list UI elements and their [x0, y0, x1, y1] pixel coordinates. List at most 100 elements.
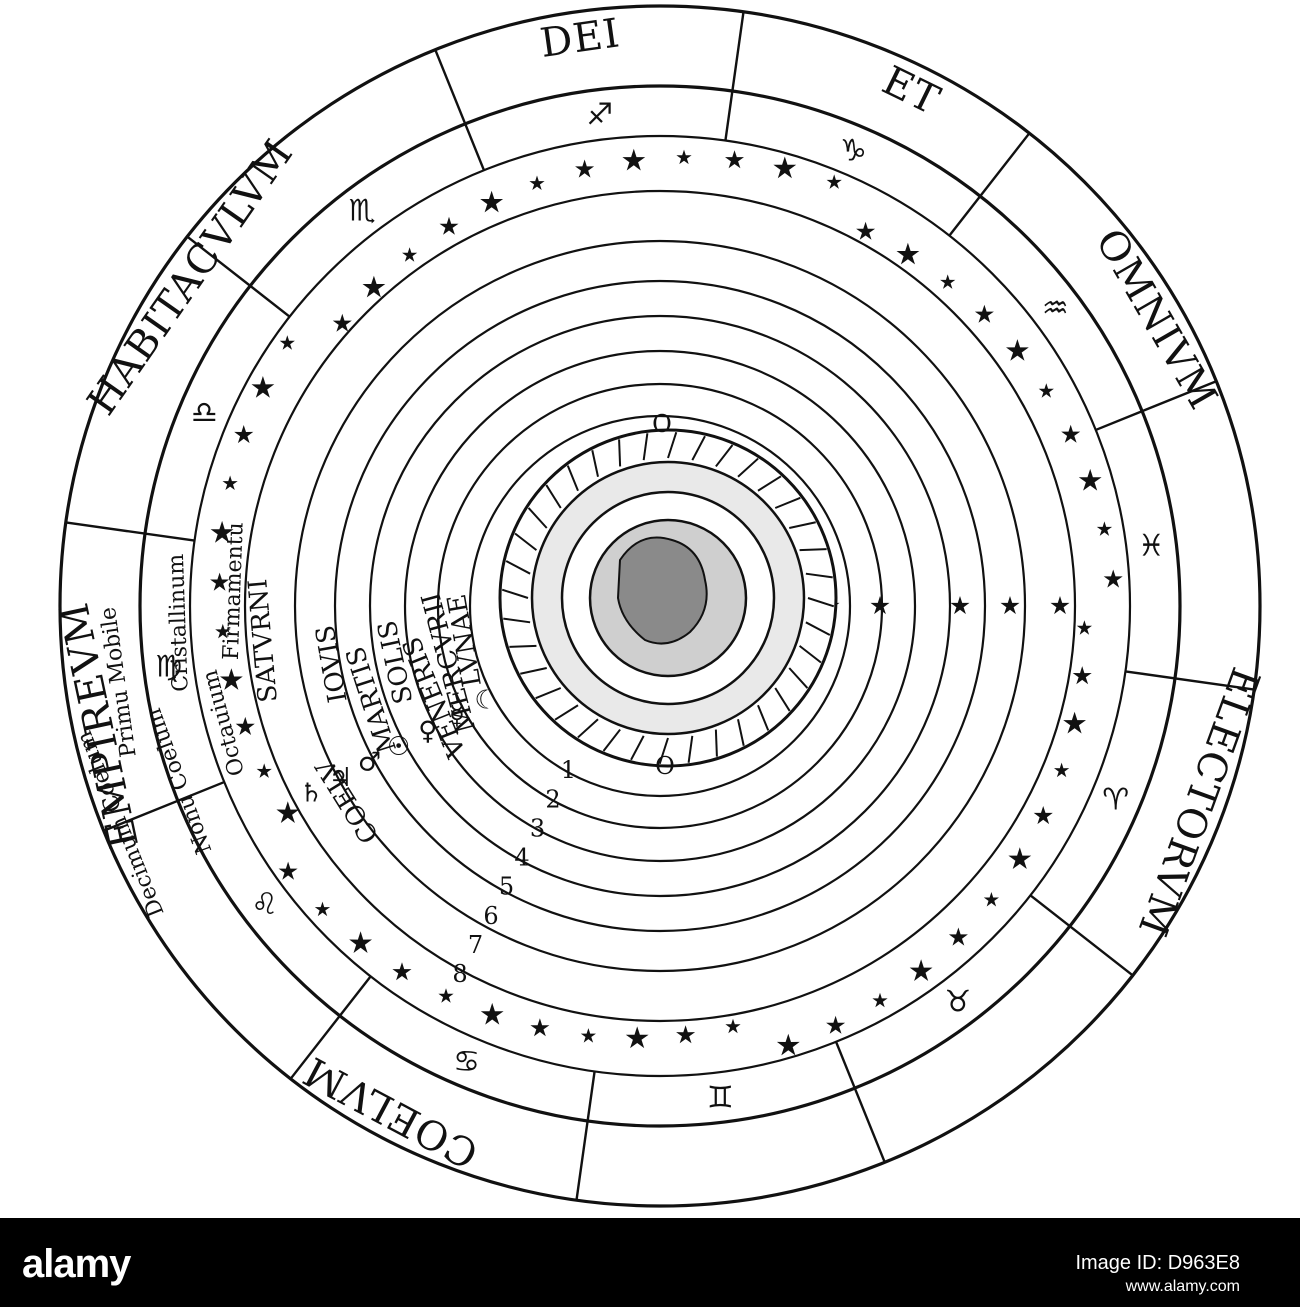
- zodiac-divider: [948, 132, 1031, 237]
- sphere-ring: [468, 414, 852, 798]
- star-mark: [1008, 847, 1032, 869]
- flame-stroke: [774, 496, 801, 509]
- sphere-number: 2: [545, 785, 560, 813]
- star-mark: [251, 376, 275, 398]
- star-field: [210, 148, 1123, 1056]
- star-mark: [676, 1025, 696, 1044]
- star-mark: [950, 596, 970, 615]
- watermark-image-id: Image ID: D963E8: [1075, 1252, 1240, 1274]
- flame-stroke: [788, 667, 809, 689]
- flame-stroke: [807, 597, 835, 608]
- star-mark: [480, 190, 504, 213]
- star-mark: [1000, 596, 1020, 615]
- planet-glyph: ☾: [474, 685, 497, 715]
- watermark-logo: alamy: [22, 1242, 131, 1286]
- planet-glyph: ♂: [358, 747, 381, 777]
- star-mark: [278, 861, 298, 880]
- star-mark: [438, 988, 454, 1003]
- planet-glyph: ☉: [387, 732, 410, 762]
- sphere-ring: [58, 4, 1262, 1208]
- star-mark: [870, 596, 890, 615]
- star-mark: [1061, 424, 1081, 443]
- flame-stroke: [789, 521, 816, 529]
- flame-stroke: [554, 704, 579, 721]
- outer-inscription-word: DEI: [537, 10, 623, 67]
- star-mark: [872, 992, 888, 1008]
- flame-stroke: [642, 433, 649, 461]
- flame-stroke: [545, 484, 562, 509]
- star-mark: [480, 1002, 504, 1025]
- zodiac-divider: [1029, 894, 1134, 977]
- outer-inscription-word: OMNIVM: [1086, 221, 1226, 418]
- star-mark: [725, 150, 744, 169]
- flame-stroke: [591, 450, 599, 477]
- star-mark: [725, 1018, 741, 1034]
- star-mark: [530, 1018, 550, 1037]
- flame-stroke: [658, 737, 669, 765]
- sphere-number: 6: [483, 902, 498, 930]
- zodiac-glyph: ♋: [453, 1045, 480, 1080]
- star-mark: [349, 931, 372, 953]
- zodiac-divider: [186, 235, 291, 318]
- zodiac-glyph: ♌: [251, 887, 278, 922]
- sphere-label: Cristallinum: [164, 553, 194, 692]
- sphere-ring: [368, 314, 952, 898]
- star-mark: [1006, 339, 1029, 361]
- star-mark: [896, 242, 920, 265]
- flame-stroke: [527, 507, 548, 529]
- star-mark: [1078, 468, 1102, 491]
- flame-stroke: [535, 687, 562, 700]
- watermark-bar: alamy Image ID: D963E8 www.alamy.com: [0, 1218, 1300, 1307]
- star-mark: [235, 716, 255, 735]
- sphere-ring: [333, 279, 987, 933]
- zodiac-divider: [65, 521, 195, 542]
- planet-glyph: ♃: [329, 763, 352, 793]
- outer-inscription-word: ELECTORVM: [1129, 661, 1269, 942]
- flame-stroke: [630, 735, 645, 761]
- flame-stroke: [691, 435, 706, 461]
- flame-stroke: [687, 735, 694, 763]
- sphere-number: 1: [561, 756, 576, 784]
- zodiac-glyph: ♉: [944, 984, 971, 1019]
- sphere-ring: [138, 84, 1182, 1128]
- zodiac-divider: [834, 1041, 886, 1163]
- star-mark: [234, 425, 254, 444]
- zodiac-glyph: ♒: [1042, 291, 1069, 326]
- zodiac-divider: [289, 975, 372, 1080]
- star-mark: [974, 304, 994, 323]
- star-mark: [276, 801, 300, 823]
- star-mark: [215, 623, 231, 639]
- sphere-ring: [403, 349, 917, 863]
- star-mark: [676, 149, 692, 165]
- star-mark: [529, 175, 545, 190]
- zodiac-glyph: ♏: [349, 194, 376, 229]
- zodiac-glyph: ♐: [586, 98, 613, 133]
- outer-inscription-word: ET: [875, 58, 947, 125]
- sphere-number: 4: [514, 844, 529, 872]
- zodiac-glyph: ♓: [1138, 529, 1165, 564]
- watermark-url: www.alamy.com: [1125, 1278, 1240, 1295]
- flame-stroke: [737, 719, 745, 746]
- flame-stroke: [505, 560, 531, 575]
- star-mark: [856, 221, 876, 240]
- flame-stroke: [566, 465, 579, 492]
- zodiac-glyphs: ♈♉♊♋♌♍♎♏♐♑♒♓♄♃♂☉♀☿☾: [155, 98, 1165, 1116]
- zodiac-divider: [1095, 380, 1217, 432]
- flame-stroke: [577, 718, 599, 739]
- planet-glyph: ☿: [449, 701, 465, 731]
- zodiac-dividers: [65, 11, 1255, 1201]
- zodiac-glyph: ♊: [707, 1080, 734, 1115]
- flame-stroke: [757, 475, 782, 492]
- flame-stroke: [509, 644, 537, 648]
- planet-glyph: ♀: [418, 716, 437, 746]
- star-mark: [1103, 569, 1123, 588]
- landmass: [616, 536, 708, 645]
- sphere-ring: [293, 239, 1027, 973]
- flame-stroke: [618, 439, 622, 467]
- flame-stroke: [667, 431, 678, 459]
- sphere-label: Firmamentu: [219, 522, 249, 661]
- sphere-number: 7: [468, 931, 483, 959]
- sphere-number: 8: [452, 960, 467, 988]
- sphere-label: SATVRNI: [243, 578, 284, 704]
